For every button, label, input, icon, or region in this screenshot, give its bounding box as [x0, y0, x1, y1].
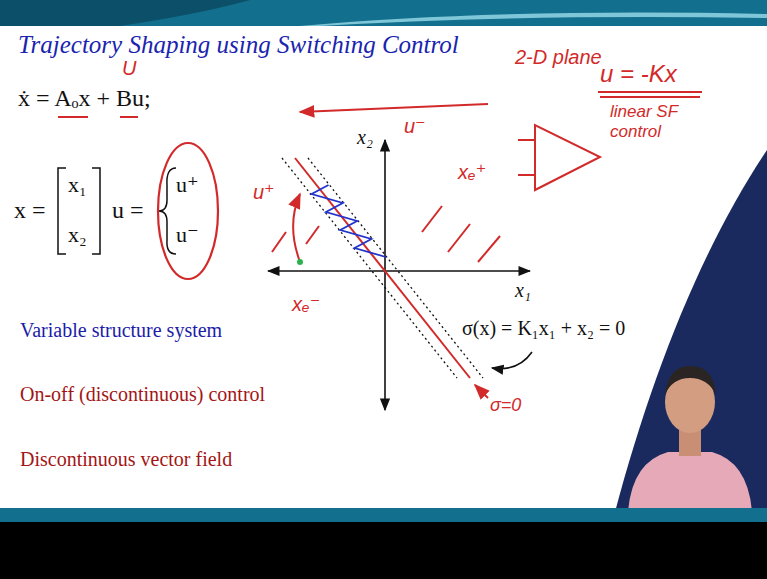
direction-arrow: [300, 104, 488, 112]
top-band: [0, 0, 767, 26]
underline: [600, 96, 700, 98]
handwritten-note: xₑ⁺: [458, 160, 486, 184]
top-band-stripe: [300, 13, 767, 27]
presenter-neck: [679, 430, 701, 456]
background-arc: [615, 150, 767, 512]
handwritten-note: u⁺: [253, 180, 275, 204]
trajectory: [293, 194, 300, 262]
input-wire: [518, 174, 535, 176]
boundary-layer: [282, 158, 457, 378]
bullet-text: Discontinuous vector field: [20, 447, 232, 471]
handwritten-note: 2-D plane: [515, 45, 602, 69]
slide-title: Trajectory Shaping using Switching Contr…: [18, 30, 459, 60]
bottom-band: [0, 508, 767, 522]
x2-axis: [384, 140, 386, 410]
pointer-arrow: [492, 352, 532, 369]
amplifier-symbol: [535, 125, 600, 190]
top-band-shape: [0, 0, 250, 26]
hatch-mark: [422, 206, 442, 232]
handwritten-note: linear SF control: [610, 102, 710, 143]
matrix-bracket: [58, 168, 66, 254]
hatch-mark: [272, 232, 286, 252]
axis-label: x₂: [357, 125, 373, 149]
sliding-line: [295, 158, 470, 378]
handwritten-note: σ=0: [490, 395, 521, 417]
bottom-black-band: [0, 522, 767, 579]
underline: [120, 116, 138, 118]
underline: [58, 116, 88, 118]
switching-surface-equation: σ(x) = K₁x₁ + x₂ = 0: [462, 316, 625, 340]
bullet-text: Variable structure system: [20, 318, 222, 342]
initial-point: [297, 259, 303, 265]
matrix-entry: x₁: [68, 172, 87, 198]
boundary-layer: [308, 158, 483, 378]
underline: [598, 91, 702, 93]
control-value: u⁺: [176, 172, 199, 198]
axis-label: x₁: [515, 278, 531, 302]
handwritten-note: U: [122, 56, 136, 80]
presenter-body: [628, 452, 752, 512]
handwritten-note: xₑ⁻: [292, 292, 320, 316]
hatch-mark: [478, 236, 500, 262]
highlight-ellipse: [158, 143, 218, 279]
handwritten-note: u⁻: [404, 114, 426, 138]
control-value: u⁻: [176, 222, 199, 248]
matrix-bracket: [92, 168, 100, 254]
hatch-mark: [448, 224, 470, 252]
pointer-arrow: [475, 385, 488, 398]
input-wire: [518, 139, 535, 141]
presenter-hair: [665, 366, 716, 395]
state-equation: ẋ = Aₒx + Bu;: [18, 84, 151, 113]
bullet-text: On-off (discontinuous) control: [20, 382, 265, 406]
hatch-mark: [306, 226, 319, 244]
matrix-entry: x₂: [68, 222, 87, 248]
equation-part: x =: [14, 196, 46, 225]
equation-part: u =: [112, 196, 144, 225]
chattering-zigzag: [312, 185, 386, 257]
handwritten-note: u = -Kx: [600, 60, 677, 89]
